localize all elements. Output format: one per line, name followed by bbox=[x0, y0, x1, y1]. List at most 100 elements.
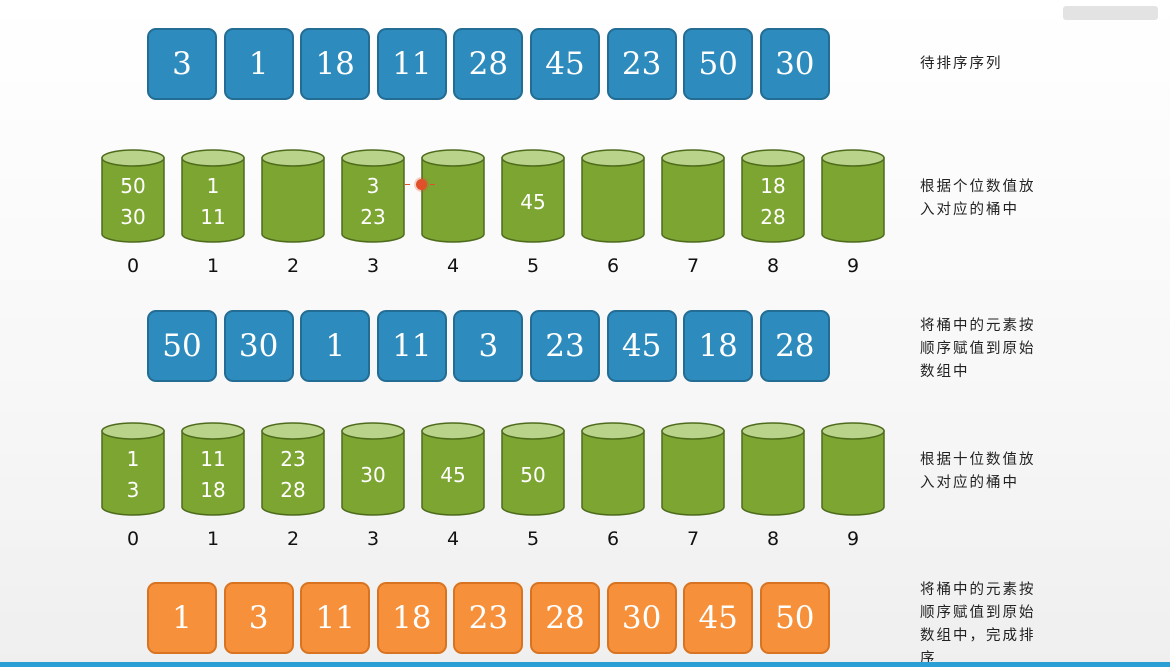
sorted-cell-2: 11 bbox=[300, 582, 371, 654]
bucket-index-label: 8 bbox=[766, 255, 780, 277]
ones_buckets-bucket-4 bbox=[420, 148, 486, 245]
bucket-rim bbox=[821, 422, 885, 440]
sorted-cell-0: 1 bbox=[147, 582, 217, 654]
bucket-item: 1 bbox=[206, 174, 220, 198]
bucket-body bbox=[501, 430, 565, 516]
bucket-rim bbox=[101, 149, 165, 167]
bucket-cylinder-icon bbox=[101, 149, 165, 243]
bucket-item: 50 bbox=[120, 174, 146, 198]
ones_buckets-bucket-6 bbox=[580, 148, 646, 245]
pointer-marker bbox=[416, 179, 427, 190]
bucket-body bbox=[261, 430, 325, 516]
bucket-cylinder-icon bbox=[741, 422, 805, 516]
caption-line: 顺序赋值到原始 bbox=[920, 341, 1036, 357]
bucket-contents: 50 bbox=[500, 439, 566, 511]
tens-digit-caption: 根据十位数值放入对应的桶中 bbox=[920, 449, 1060, 495]
input-cell-8: 30 bbox=[759, 28, 830, 100]
bucket-index-label: 3 bbox=[366, 255, 380, 277]
sorted-cell-6: 30 bbox=[606, 582, 677, 654]
bucket-rim bbox=[421, 149, 485, 167]
bucket-rim bbox=[341, 149, 405, 167]
bucket-cylinder-icon bbox=[341, 422, 405, 516]
bucket-index-label: 1 bbox=[206, 255, 220, 277]
bucket-index-label: 3 bbox=[366, 528, 380, 550]
bucket-item: 11 bbox=[200, 447, 226, 471]
input-cell-7: 50 bbox=[683, 28, 754, 100]
bucket-cylinder-icon bbox=[421, 149, 485, 243]
ones_buckets-bucket-5: 45 bbox=[500, 148, 566, 245]
input-cell-0: 3 bbox=[147, 28, 217, 100]
ones-digit-caption: 根据个位数值放入对应的桶中 bbox=[920, 176, 1060, 222]
bucket-contents bbox=[580, 166, 646, 238]
input-cell-4: 28 bbox=[453, 28, 524, 100]
bucket-item: 18 bbox=[760, 174, 786, 198]
bucket-contents bbox=[420, 166, 486, 238]
bucket-index-label: 1 bbox=[206, 528, 220, 550]
pass1-cell-3: 11 bbox=[376, 310, 447, 382]
pass1-cell-2: 1 bbox=[300, 310, 371, 382]
input-array-caption: 待排序序列 bbox=[920, 53, 1060, 76]
sorted-cell-8: 50 bbox=[759, 582, 830, 654]
bucket-item: 3 bbox=[366, 174, 380, 198]
bucket-rim bbox=[261, 149, 325, 167]
bucket-rim bbox=[421, 422, 485, 440]
bucket-index-label: 6 bbox=[606, 255, 620, 277]
pass1-cell-0: 50 bbox=[147, 310, 217, 382]
caption-line: 根据十位数值放 bbox=[920, 452, 1036, 468]
bucket-body bbox=[501, 157, 565, 243]
bucket-body bbox=[661, 430, 725, 516]
bucket-body bbox=[421, 157, 485, 243]
bucket-item: 30 bbox=[360, 462, 386, 487]
bucket-cylinder-icon bbox=[341, 149, 405, 243]
caption-line: 将桶中的元素按 bbox=[920, 318, 1036, 334]
bucket-rim bbox=[501, 422, 565, 440]
tens_buckets-bucket-7 bbox=[660, 421, 726, 518]
pass1-cell-4: 3 bbox=[453, 310, 524, 382]
bucket-contents bbox=[740, 439, 806, 511]
bucket-contents bbox=[660, 166, 726, 238]
bucket-item: 23 bbox=[280, 447, 306, 471]
bucket-contents bbox=[820, 439, 886, 511]
bucket-cylinder-icon bbox=[821, 149, 885, 243]
caption-line: 数组中，完成排 bbox=[920, 628, 1036, 644]
bucket-index-label: 6 bbox=[606, 528, 620, 550]
bucket-body bbox=[661, 157, 725, 243]
caption-line: 数组中 bbox=[920, 364, 970, 380]
pointer-dash-left bbox=[405, 184, 410, 185]
input-cell-1: 1 bbox=[223, 28, 294, 100]
bucket-contents bbox=[580, 439, 646, 511]
tens_buckets-bucket-8 bbox=[740, 421, 806, 518]
tens_buckets-bucket-3: 30 bbox=[340, 421, 406, 518]
bucket-cylinder-icon bbox=[181, 422, 245, 516]
bucket-cylinder-icon bbox=[741, 149, 805, 243]
bucket-index-label: 7 bbox=[686, 528, 700, 550]
pass1-cell-5: 23 bbox=[530, 310, 600, 382]
caption-line: 序 bbox=[920, 651, 937, 667]
caption-line: 入对应的桶中 bbox=[920, 202, 1019, 218]
bucket-body bbox=[421, 430, 485, 516]
bucket-item: 45 bbox=[440, 462, 466, 487]
bucket-rim bbox=[741, 422, 805, 440]
bucket-body bbox=[741, 157, 805, 243]
bucket-contents bbox=[660, 439, 726, 511]
bucket-index-label: 2 bbox=[286, 255, 300, 277]
ones_buckets-bucket-7 bbox=[660, 148, 726, 245]
bucket-cylinder-icon bbox=[661, 422, 725, 516]
sorted-cell-1: 3 bbox=[223, 582, 294, 654]
caption-line: 顺序赋值到原始 bbox=[920, 605, 1036, 621]
ones_buckets-bucket-2 bbox=[260, 148, 326, 245]
bucket-body bbox=[341, 430, 405, 516]
bucket-rim bbox=[821, 149, 885, 167]
sorted-cell-7: 45 bbox=[683, 582, 754, 654]
bucket-item: 28 bbox=[280, 478, 306, 502]
bucket-contents: 30 bbox=[340, 439, 406, 511]
bucket-cylinder-icon bbox=[581, 422, 645, 516]
